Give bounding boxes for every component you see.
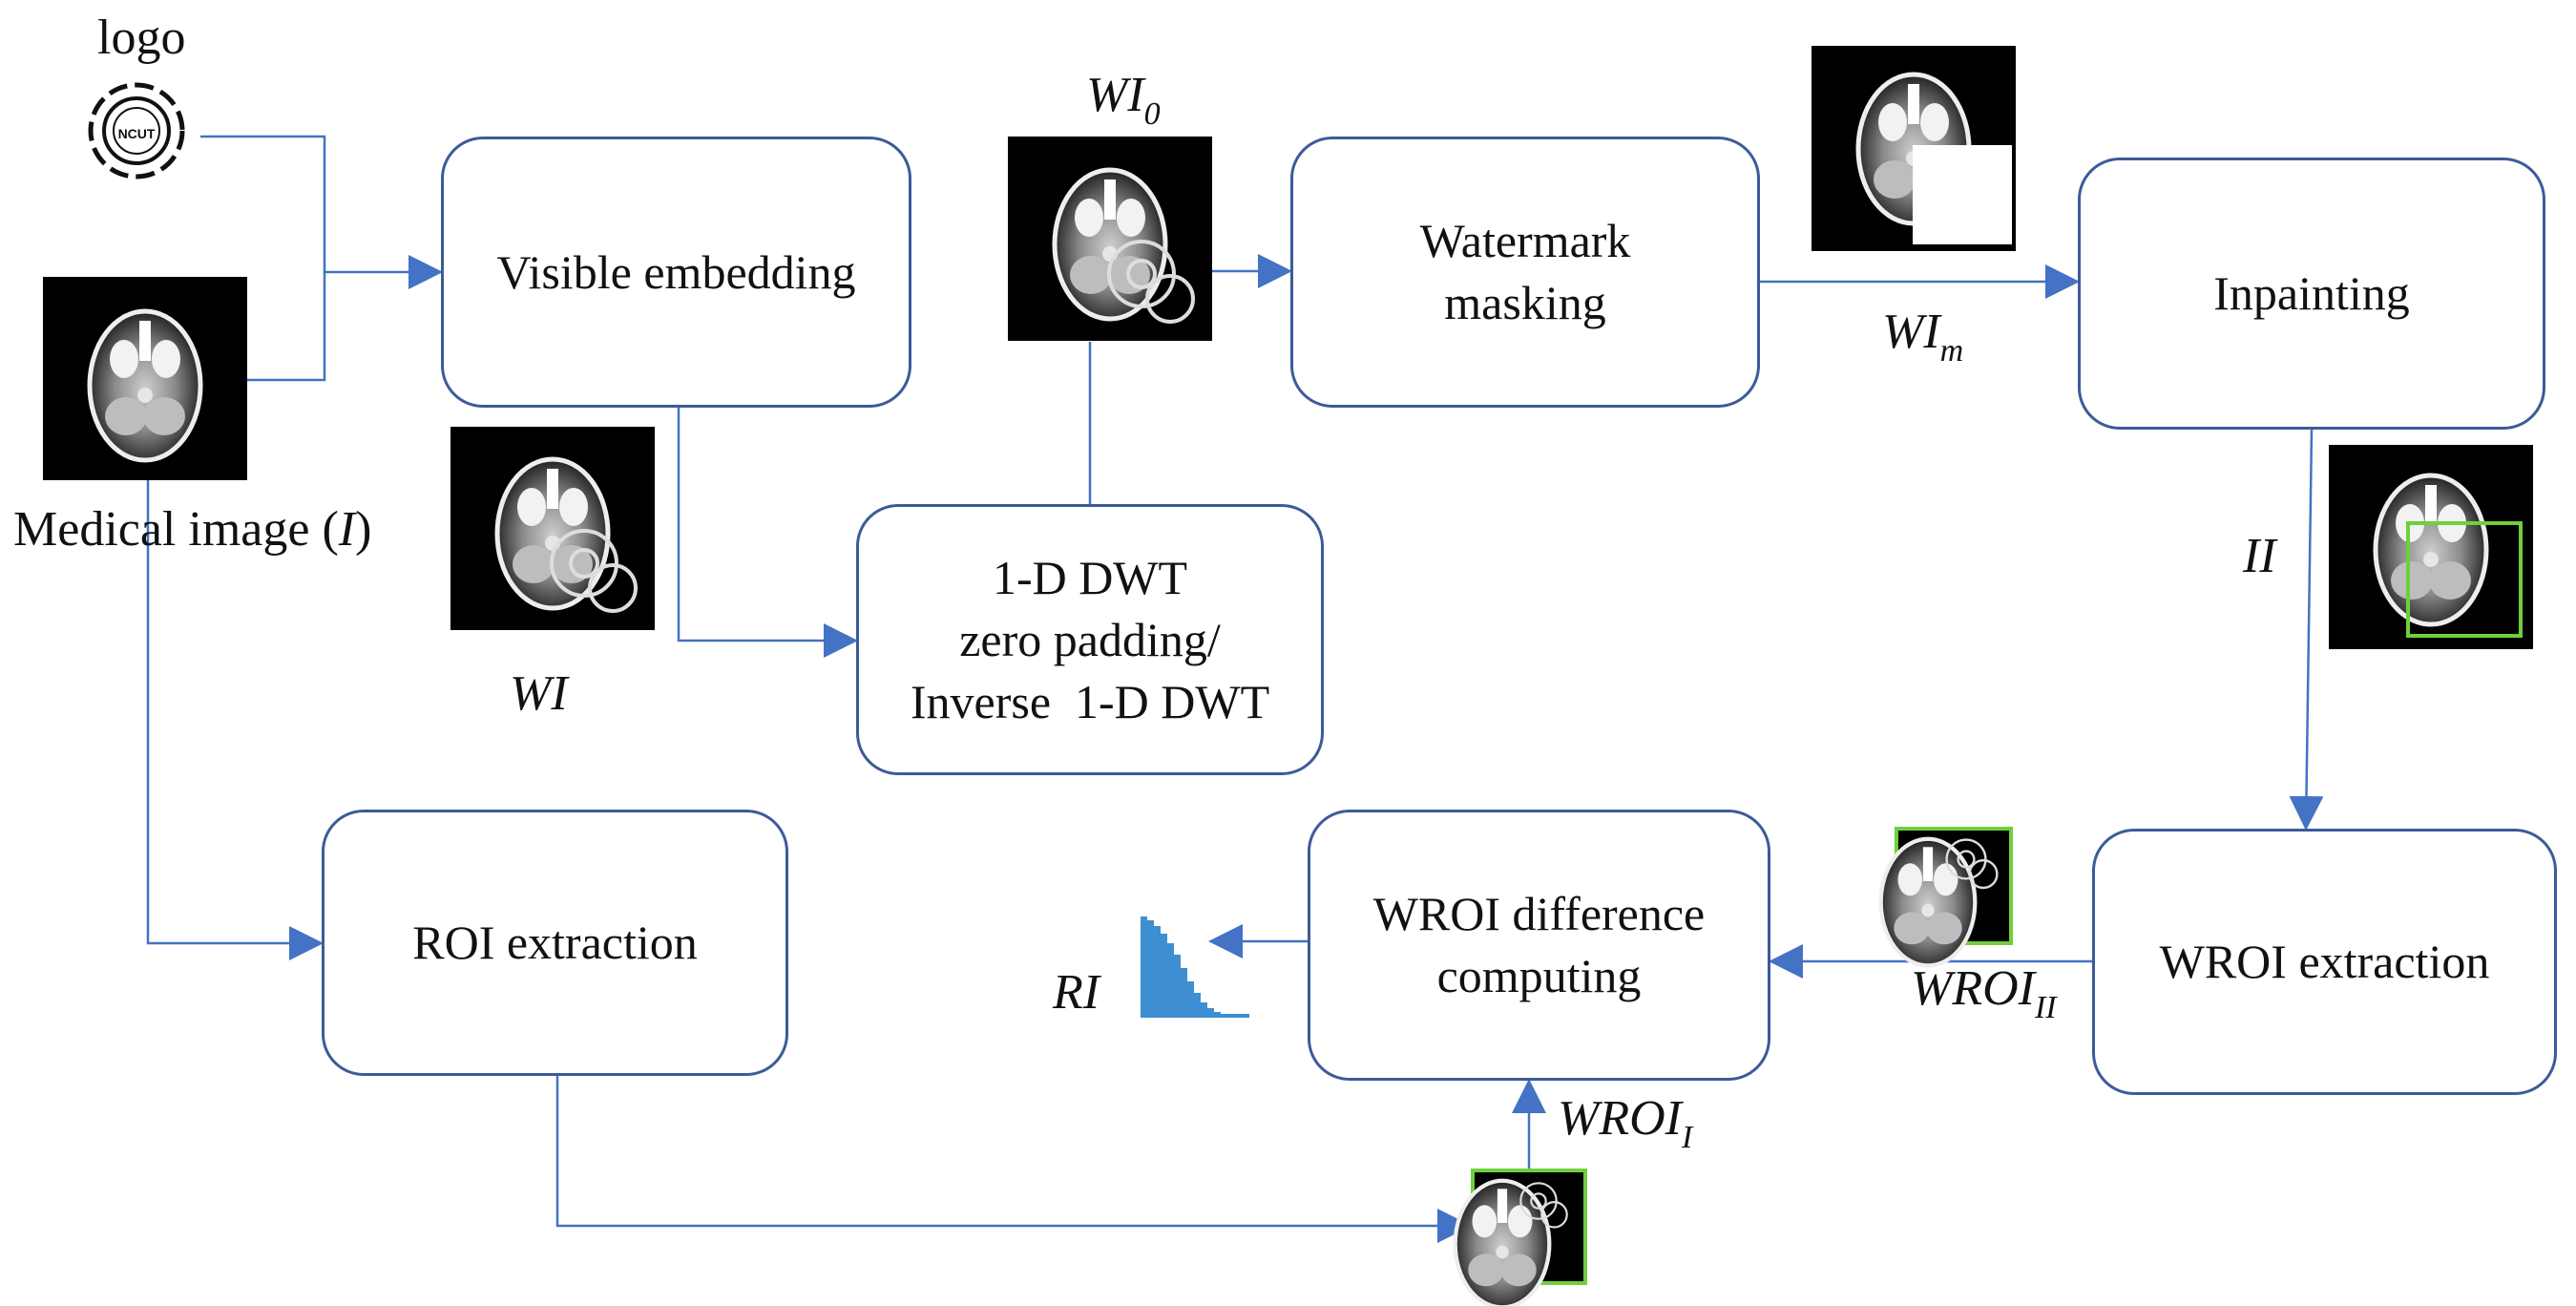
dwt-line-1: 1-D DWT xyxy=(992,550,1188,604)
visible-embedding-label: Visible embedding xyxy=(496,244,856,299)
wi-label: WI xyxy=(510,666,568,721)
logo-seal-text: NCUT xyxy=(118,126,156,141)
arrow-image-to-embedding xyxy=(247,272,326,382)
watermark-masking-line-1: Watermark xyxy=(1419,214,1631,267)
watermark-masking-line-2: masking xyxy=(1444,276,1606,329)
ii-thumbnail xyxy=(2329,445,2533,649)
medical-image-symbol: I xyxy=(338,502,356,557)
logo-seal-icon: NCUT xyxy=(88,82,185,179)
wroi-i-label: WROII xyxy=(1558,1090,1692,1155)
dwt-line-3: Inverse 1-D DWT xyxy=(910,674,1270,728)
arrow-embedding-to-dwt xyxy=(677,408,858,658)
medical-image-thumbnail xyxy=(43,277,247,480)
inpainting-box: Inpainting xyxy=(2078,158,2545,430)
wroi-difference-box: WROI difference computing xyxy=(1308,810,1770,1081)
wroi-ii-label: WROIII xyxy=(1911,960,2057,1025)
wi0-thumbnail xyxy=(1008,137,1212,341)
watermark-masking-box: Watermark masking xyxy=(1290,137,1760,408)
wi-thumbnail xyxy=(450,427,655,630)
arrow-roi-to-wroi-i xyxy=(555,1076,1472,1243)
wi0-sub: 0 xyxy=(1143,96,1161,132)
wi0-main: WI xyxy=(1086,68,1144,122)
arrow-logo-to-embedding xyxy=(200,135,443,289)
ii-label: II xyxy=(2243,529,2276,583)
wim-thumbnail xyxy=(1812,46,2016,251)
wim-sub: m xyxy=(1939,333,1964,369)
dwt-box: 1-D DWT zero padding/ Inverse 1-D DWT xyxy=(856,504,1324,775)
logo-label: logo xyxy=(97,11,186,65)
wroi-ii-main: WROI xyxy=(1911,961,2035,1016)
ri-label: RI xyxy=(1053,965,1100,1020)
arrow-image-to-roi xyxy=(146,480,324,960)
visible-embedding-box: Visible embedding xyxy=(441,137,911,408)
wi0-label: WI0 xyxy=(1086,67,1161,132)
wroi-i-thumbnail xyxy=(1456,1169,1587,1306)
inpainting-label: Inpainting xyxy=(2213,266,2410,320)
mask-region xyxy=(1913,145,2012,244)
ri-histogram-icon xyxy=(1141,916,1249,1018)
wroi-i-sub: I xyxy=(1681,1120,1693,1155)
wroi-extraction-label: WROI extraction xyxy=(2159,935,2490,988)
medical-image-text: Medical image xyxy=(13,502,310,557)
dwt-line-2: zero padding/ xyxy=(959,612,1221,666)
medical-image-label: Medical image (I) xyxy=(13,502,372,557)
wroi-ii-sub: II xyxy=(2034,990,2057,1025)
wroi-difference-line-1: WROI difference xyxy=(1372,887,1706,940)
wim-label: WIm xyxy=(1882,304,1963,369)
roi-extraction-label: ROI extraction xyxy=(412,916,698,969)
roi-extraction-box: ROI extraction xyxy=(322,810,788,1076)
wim-main: WI xyxy=(1882,305,1940,359)
arrow-inpainting-to-wroi-extraction xyxy=(2289,429,2324,831)
wroi-i-main: WROI xyxy=(1558,1091,1682,1146)
wroi-extraction-box: WROI extraction xyxy=(2092,829,2557,1095)
wroi-ii-thumbnail xyxy=(1881,827,2013,965)
wroi-difference-line-2: computing xyxy=(1436,949,1642,1002)
roi-box xyxy=(2406,521,2523,638)
